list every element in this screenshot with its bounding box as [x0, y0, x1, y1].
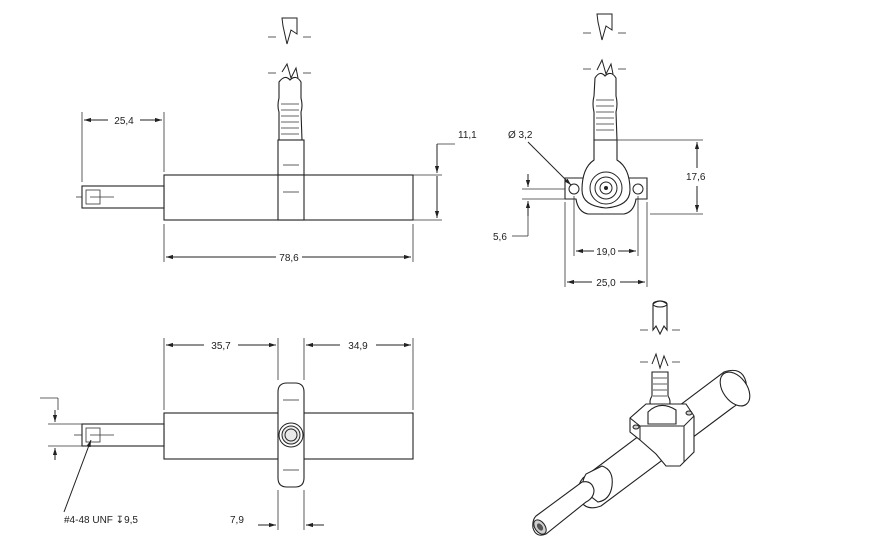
top-view: 25,4 78,6 11,1 — [76, 17, 477, 264]
dim-hole-spacing: 19,0 — [596, 247, 616, 258]
top-cable-break — [268, 17, 311, 80]
iso-probe-tip — [532, 481, 595, 536]
dim-top-total: 78,6 — [279, 253, 299, 264]
dim-flange-width: 25,0 — [596, 278, 616, 289]
end-cable-break — [583, 13, 626, 76]
front-view: 35,7 34,9 7,9 #4-48 UNF ↧9,5 — [40, 338, 414, 530]
iso-cable-break — [640, 300, 680, 370]
thread-callout: #4-48 UNF ↧9,5 — [64, 515, 138, 526]
dim-top-length: 25,4 — [114, 116, 134, 127]
dim-front-right: 34,9 — [348, 341, 368, 352]
dim-end-height: 17,6 — [686, 172, 706, 183]
isometric-view — [532, 300, 751, 536]
dim-top-height: 11,1 — [458, 130, 477, 141]
end-strain-relief — [592, 72, 618, 141]
end-view: Ø 3,2 17,6 5,6 19,0 25,0 — [493, 13, 706, 289]
dim-front-left: 35,7 — [211, 341, 231, 352]
end-hole-right — [632, 183, 644, 195]
dim-end-offset: 5,6 — [493, 232, 507, 243]
iso-clamp-block — [629, 403, 695, 467]
dim-hole-diameter: Ø 3,2 — [508, 130, 533, 141]
dim-collar-width: 7,9 — [230, 515, 244, 526]
end-hole-left — [568, 183, 580, 195]
top-strain-relief — [277, 76, 303, 141]
